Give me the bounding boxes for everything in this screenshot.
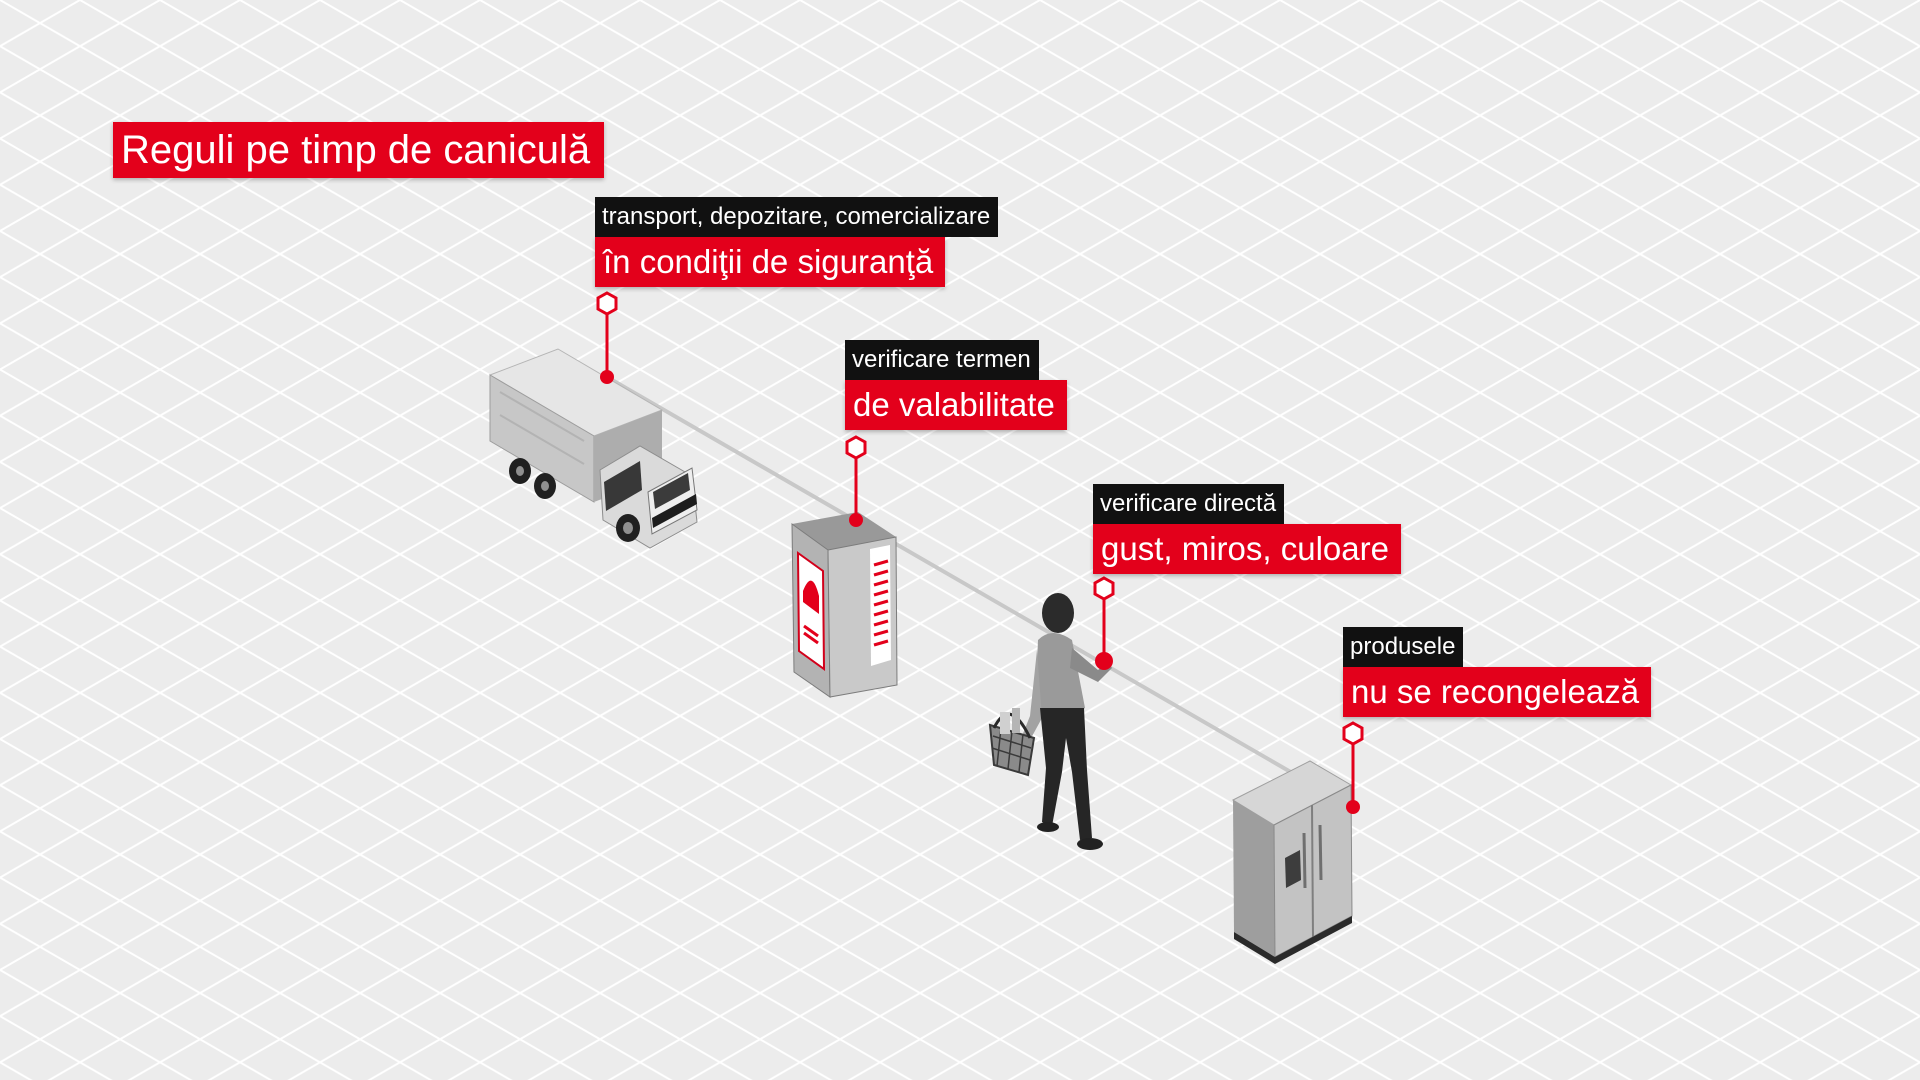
timeline-line: [605, 375, 1355, 810]
food-package-icon: [791, 512, 898, 698]
callout-top-label: verificare termen: [845, 340, 1039, 380]
callout-no-refreeze: produsele nu se recongelează: [1343, 627, 1652, 717]
marker-3: [1093, 576, 1115, 670]
callout-expiry: verificare termen de valabilitate: [845, 340, 1067, 430]
page-title: Reguli pe timp de caniculă: [113, 122, 605, 178]
callout-direct-check: verificare directă gust, miros, culoare: [1093, 484, 1401, 574]
refrigerator-icon: [1231, 760, 1353, 964]
shopper-icon: [988, 593, 1112, 850]
callout-bottom-label: gust, miros, culoare: [1093, 524, 1401, 574]
callout-bottom-label: nu se recongelează: [1343, 667, 1652, 717]
callout-top-label: produsele: [1343, 627, 1464, 667]
callout-top-label: verificare directă: [1093, 484, 1285, 524]
callout-bottom-label: în condiţii de siguranţă: [595, 237, 946, 287]
marker-1: [596, 291, 618, 384]
marker-4: [1342, 721, 1364, 814]
marker-2: [845, 435, 867, 527]
truck-icon: [488, 348, 698, 549]
callout-transport: transport, depozitare, comercializare în…: [595, 197, 999, 287]
callout-bottom-label: de valabilitate: [845, 380, 1067, 430]
callout-top-label: transport, depozitare, comercializare: [595, 197, 999, 237]
